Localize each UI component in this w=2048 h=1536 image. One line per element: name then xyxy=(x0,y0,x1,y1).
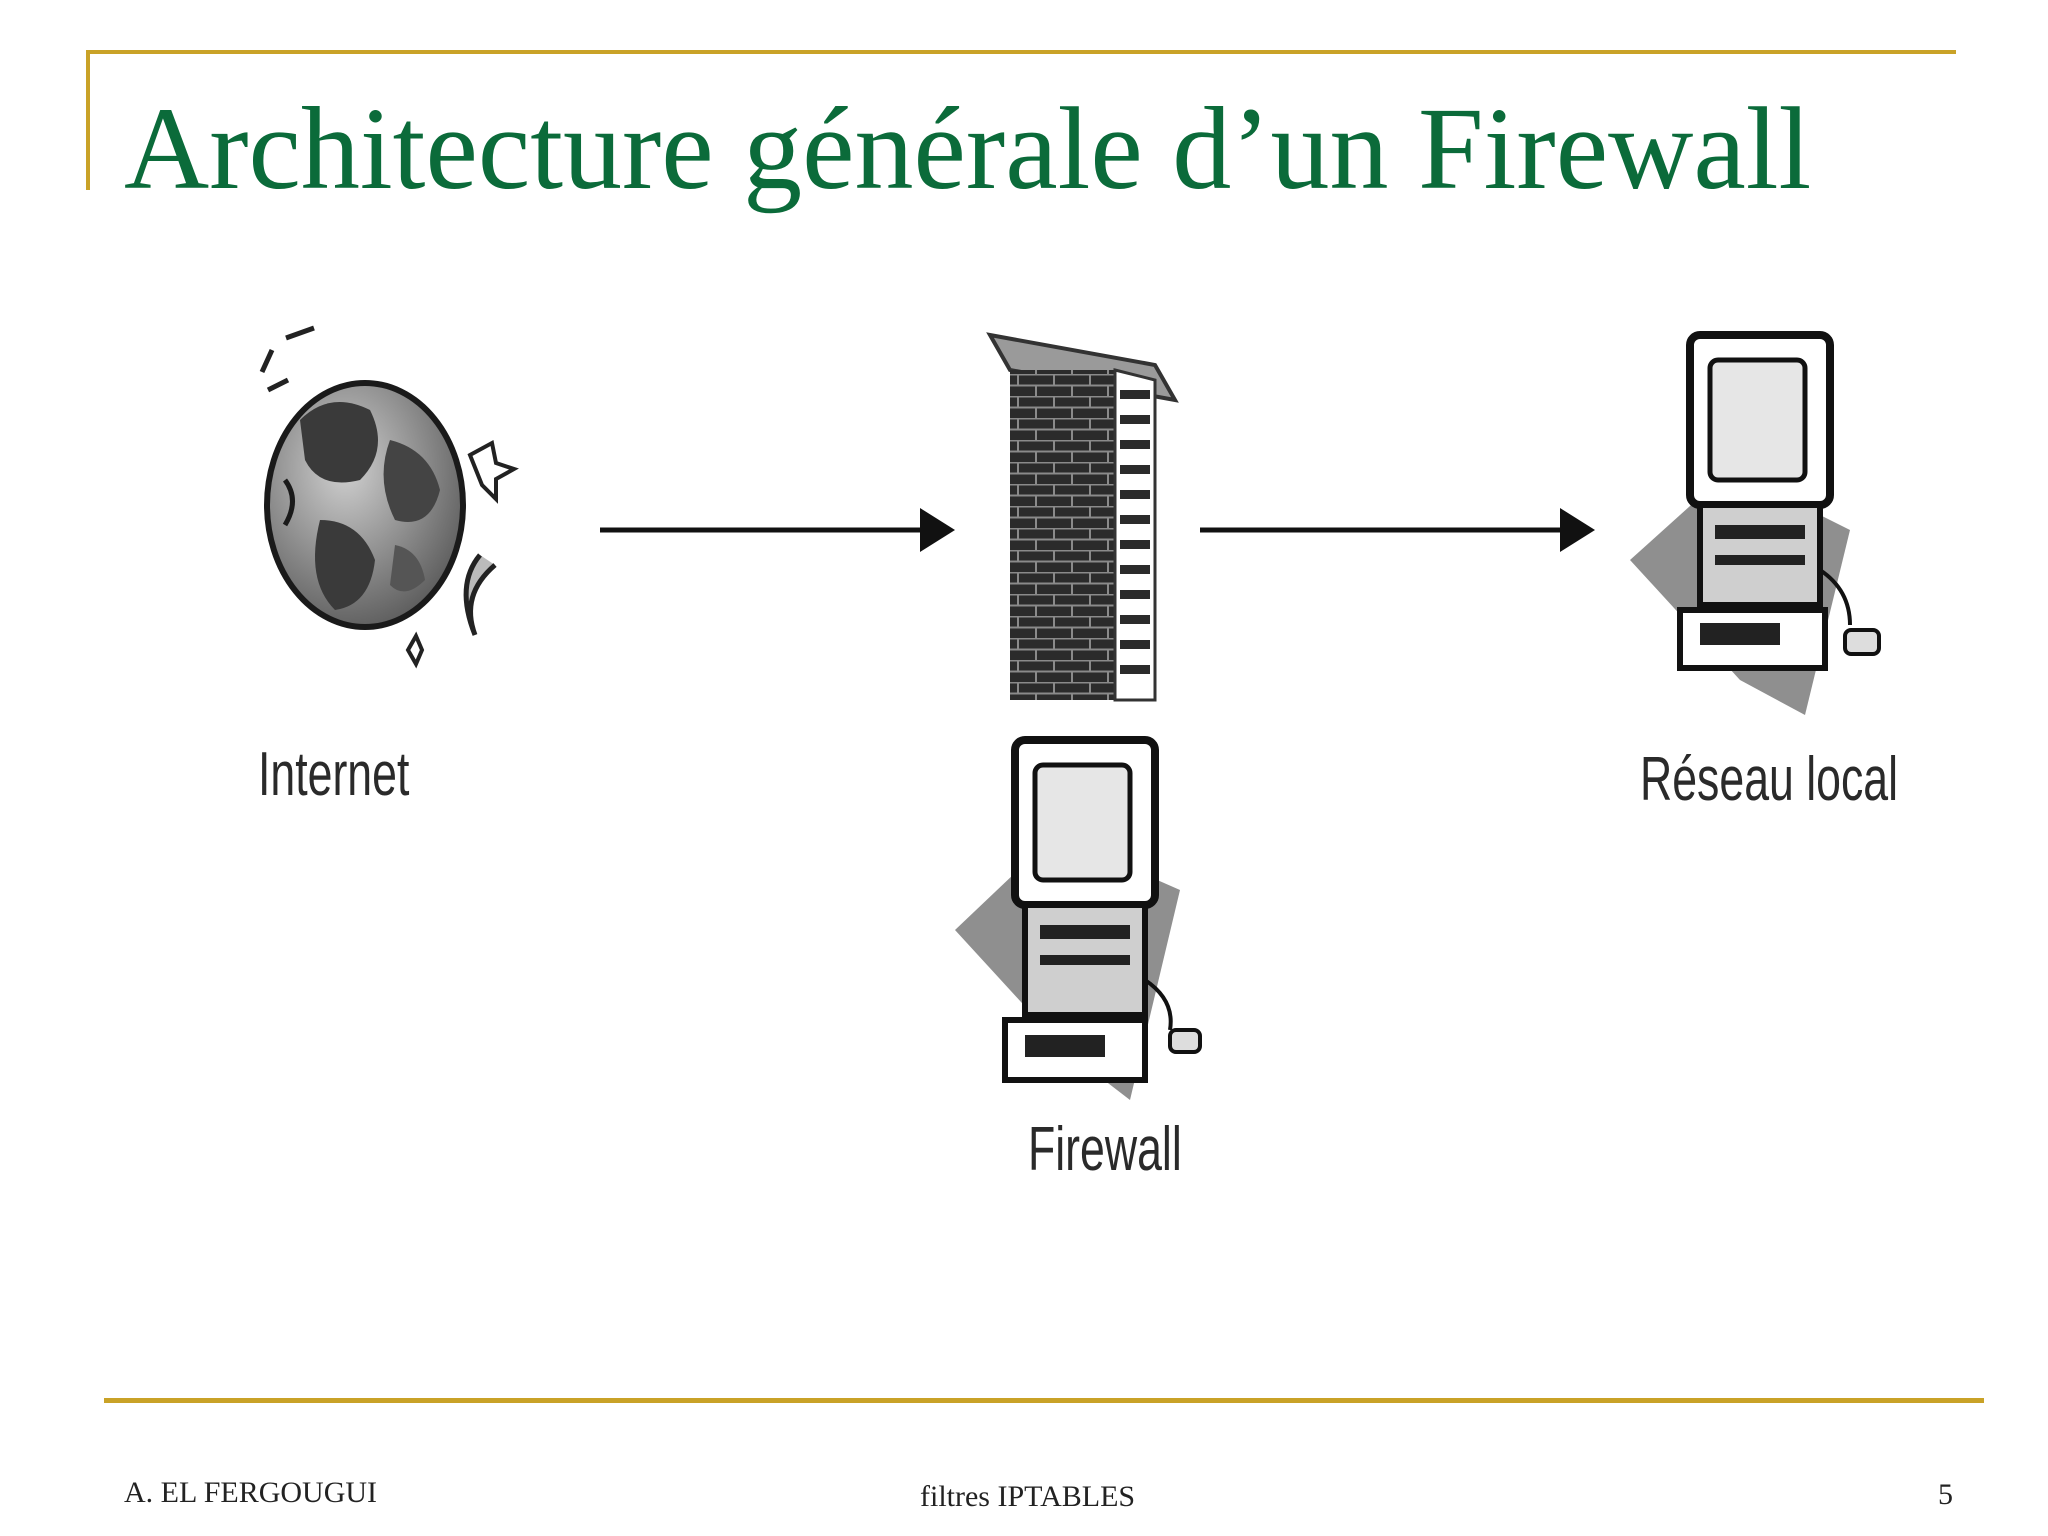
footer-author: A. EL FERGOUGUI xyxy=(124,1476,378,1509)
arrow-internet-to-firewall xyxy=(600,508,955,552)
node-label-internet: Internet xyxy=(258,740,409,809)
node-label-lan: Réseau local xyxy=(1640,745,1898,814)
footer-page-number: 5 xyxy=(1938,1478,1953,1511)
brick-wall-icon xyxy=(986,332,1179,702)
left-accent-line xyxy=(86,50,90,190)
top-accent-line xyxy=(86,50,1956,54)
slide-title: Architecture générale d’un Firewall xyxy=(124,83,1812,214)
footer-topic: filtres IPTABLES xyxy=(920,1480,1136,1513)
bottom-accent-line xyxy=(104,1398,1984,1403)
node-label-firewall: Firewall xyxy=(1028,1115,1182,1184)
arrow-firewall-to-lan xyxy=(1200,508,1595,552)
firewall-computer-icon xyxy=(955,736,1202,1100)
globe-icon xyxy=(259,325,519,669)
computer-icon xyxy=(1630,331,1881,715)
